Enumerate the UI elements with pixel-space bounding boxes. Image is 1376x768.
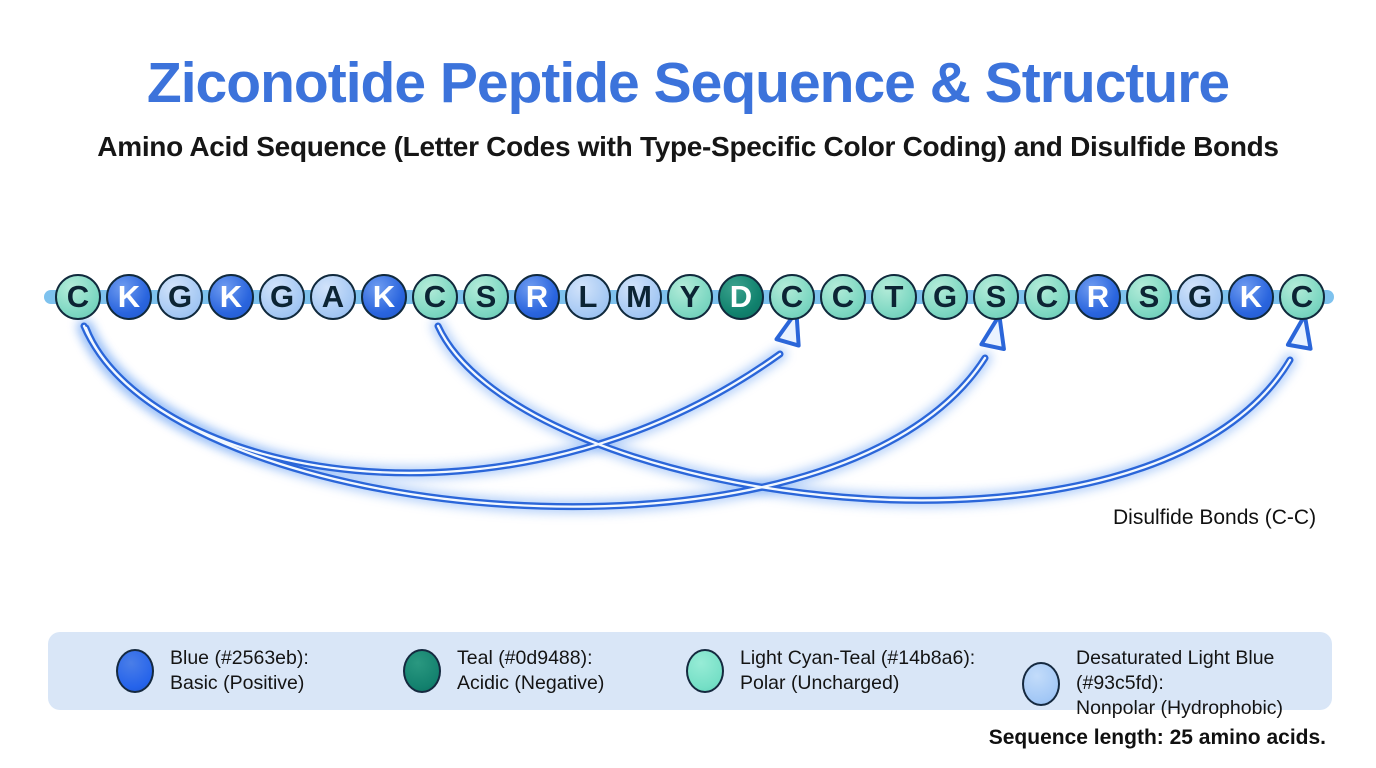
- residue-circle-15-C: C: [769, 274, 815, 320]
- legend-text: Desaturated Light Blue (#93c5fd): Nonpola…: [1076, 646, 1332, 721]
- residue-circle-2-K: K: [106, 274, 152, 320]
- legend-swatch-basic: [116, 649, 154, 693]
- residue-letter: C: [423, 278, 447, 314]
- residue-letter: S: [1138, 278, 1160, 314]
- disulfide-bond-8-25: [436, 324, 1292, 502]
- legend-item-nonpolar: Desaturated Light Blue (#93c5fd): Nonpola…: [1022, 646, 1332, 721]
- residue-letter: C: [1290, 278, 1314, 314]
- legend-line1: Blue (#2563eb):: [170, 647, 309, 669]
- residue-letter: K: [372, 278, 396, 314]
- residue-letter: K: [1239, 278, 1263, 314]
- legend-text: Blue (#2563eb): Basic (Positive): [170, 646, 309, 696]
- page-title: Ziconotide Peptide Sequence & Structure: [146, 51, 1230, 115]
- legend-swatch-nonpolar: [1022, 661, 1060, 706]
- sequence-length-note: Sequence length: 25 amino acids.: [988, 726, 1326, 749]
- residue-circle-5-G: G: [259, 274, 305, 320]
- bond-arrowheads: [774, 309, 1313, 352]
- residue-letter: G: [1187, 278, 1213, 314]
- residue-circle-18-G: G: [922, 274, 968, 320]
- disulfide-bond-1-15: [77, 319, 787, 480]
- disulfide-bond-1-19: [84, 326, 987, 508]
- residue-letter: K: [219, 278, 243, 314]
- residue-circle-4-K: K: [208, 274, 254, 320]
- residue-letter: L: [578, 278, 598, 314]
- legend-line2: Acidic (Negative): [457, 672, 605, 694]
- residue-circle-24-K: K: [1228, 274, 1274, 320]
- residue-letter: Y: [679, 278, 701, 314]
- disulfide-bond-1-15: [82, 324, 782, 475]
- residue-letter: R: [525, 278, 549, 314]
- residue-letter: C: [66, 278, 90, 314]
- legend-item-basic: Blue (#2563eb): Basic (Positive): [116, 646, 309, 696]
- residue-letter: C: [1035, 278, 1059, 314]
- legend-item-polar: Light Cyan-Teal (#14b8a6): Polar (Uncharg…: [686, 646, 975, 696]
- bond-arrowhead-25: [1285, 313, 1313, 351]
- bond-inner-layer: [82, 324, 1292, 508]
- residue-circle-13-Y: Y: [667, 274, 713, 320]
- legend-line2: Basic (Positive): [170, 672, 305, 694]
- residue-letter: G: [269, 278, 295, 314]
- residue-circle-11-L: L: [565, 274, 611, 320]
- residue-circle-14-D: D: [718, 274, 764, 320]
- bond-arrowhead-19: [979, 313, 1006, 352]
- residue-letter: S: [985, 278, 1007, 314]
- residue-letter: A: [321, 278, 345, 314]
- residue-circle-12-M: M: [616, 274, 662, 320]
- residue-circle-9-S: S: [463, 274, 509, 320]
- residue-circle-17-T: T: [871, 274, 917, 320]
- residue-circle-3-G: G: [157, 274, 203, 320]
- residue-letter: R: [1086, 278, 1110, 314]
- disulfide-bond-1-15: [80, 322, 784, 477]
- residue-circle-6-A: A: [310, 274, 356, 320]
- residue-letter: G: [932, 278, 958, 314]
- residue-letter: D: [729, 278, 753, 314]
- residue-circle-10-R: R: [514, 274, 560, 320]
- residue-circle-22-S: S: [1126, 274, 1172, 320]
- legend-line1: Teal (#0d9488):: [457, 647, 593, 669]
- legend-line2: Polar (Uncharged): [740, 672, 900, 694]
- residue-circle-19-S: S: [973, 274, 1019, 320]
- residue-letter: C: [831, 278, 855, 314]
- residue-circle-8-C: C: [412, 274, 458, 320]
- residue-circle-23-G: G: [1177, 274, 1223, 320]
- disulfide-bond-8-25: [434, 322, 1294, 504]
- legend-line1: Light Cyan-Teal (#14b8a6):: [740, 647, 976, 669]
- residue-letter: M: [626, 278, 652, 314]
- residue-letter: C: [780, 278, 804, 314]
- residue-circle-7-K: K: [361, 274, 407, 320]
- legend-item-acidic: Teal (#0d9488): Acidic (Negative): [403, 646, 604, 696]
- residue-circle-20-C: C: [1024, 274, 1070, 320]
- legend-swatch-polar: [686, 649, 724, 693]
- bond-arrowhead-15: [774, 309, 801, 348]
- residue-circle-25-C: C: [1279, 274, 1325, 320]
- disulfide-bond-8-25: [431, 319, 1297, 508]
- legend-panel: Blue (#2563eb): Basic (Positive) Teal (#0d…: [48, 632, 1332, 719]
- residue-letter: K: [117, 278, 141, 314]
- residue-circle-16-C: C: [820, 274, 866, 320]
- residue-circle-1-C: C: [55, 274, 101, 320]
- legend-swatch-acidic: [403, 649, 441, 693]
- legend-line2: Nonpolar (Hydrophobic): [1076, 697, 1284, 719]
- legend-text: Teal (#0d9488): Acidic (Negative): [457, 646, 604, 696]
- legend-text: Light Cyan-Teal (#14b8a6): Polar (Uncharg…: [740, 646, 975, 696]
- subtitle: Amino Acid Sequence (Letter Codes with T…: [97, 131, 1279, 162]
- disulfide-bonds-label: Disulfide Bonds (C-C): [1113, 506, 1317, 529]
- residue-letter: S: [475, 278, 497, 314]
- residue-letter: T: [884, 278, 904, 314]
- legend-line1: Desaturated Light Blue (#93c5fd):: [1076, 647, 1275, 694]
- residue-letter: G: [167, 278, 193, 314]
- residue-circle-21-R: R: [1075, 274, 1121, 320]
